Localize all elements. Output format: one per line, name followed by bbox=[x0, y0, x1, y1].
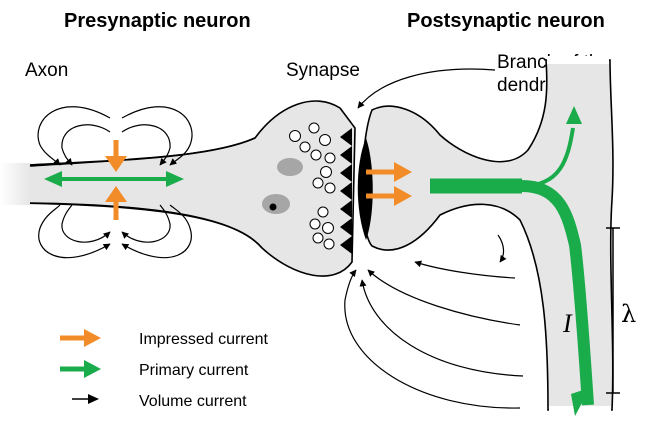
legend-label-volume: Volume current bbox=[139, 393, 247, 410]
axon-label: Axon bbox=[25, 60, 68, 81]
mitochondrion-2 bbox=[262, 194, 290, 214]
legend: Impressed current Primary current Volume… bbox=[60, 329, 268, 410]
legend-label-impressed: Impressed current bbox=[139, 331, 268, 348]
postsynaptic-title: Postsynaptic neuron bbox=[407, 10, 605, 32]
presynaptic-title: Presynaptic neuron bbox=[64, 10, 251, 32]
length-constant-symbol: λ bbox=[621, 300, 636, 328]
orange-arrow-icon bbox=[60, 329, 101, 347]
legend-item-primary: Primary current bbox=[60, 360, 249, 379]
legend-label-primary: Primary current bbox=[139, 362, 249, 379]
axon-fade-end bbox=[0, 163, 30, 205]
presynaptic-terminal bbox=[10, 101, 355, 276]
current-symbol: I bbox=[562, 309, 573, 338]
vesicle-core bbox=[270, 204, 277, 211]
dendrite-bottom-fade bbox=[549, 406, 611, 414]
synapse-label: Synapse bbox=[286, 60, 360, 81]
legend-item-volume: Volume current bbox=[72, 393, 247, 410]
green-arrow-icon bbox=[60, 360, 101, 378]
legend-item-impressed: Impressed current bbox=[60, 329, 268, 348]
dendrite-top-fade bbox=[547, 56, 609, 64]
mitochondrion-1 bbox=[277, 158, 303, 176]
black-arrow-icon bbox=[72, 394, 99, 404]
